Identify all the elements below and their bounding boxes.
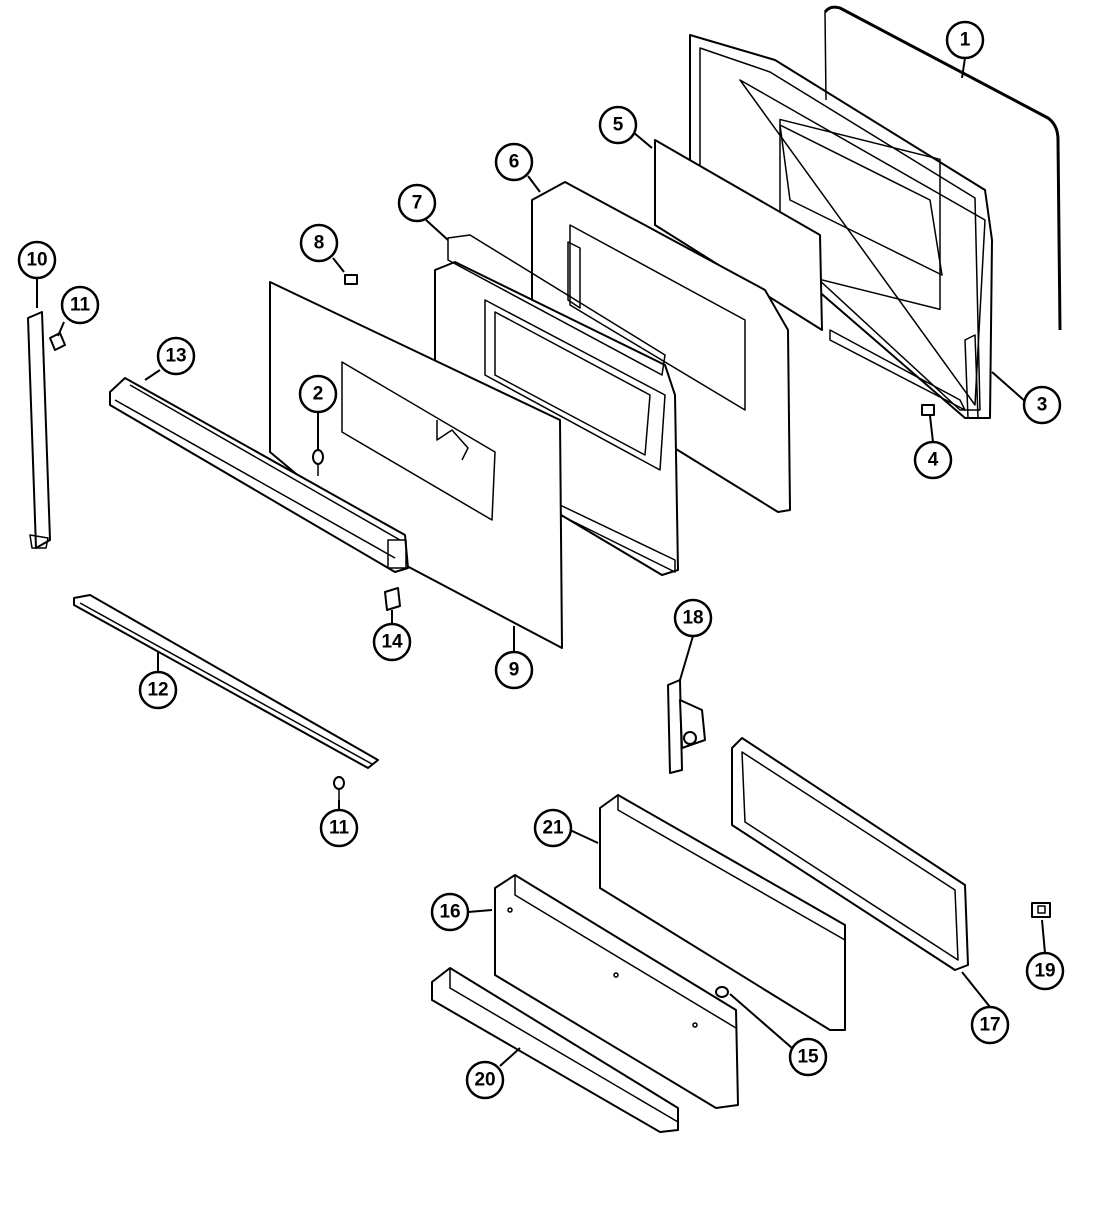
callout-12-label: 12 — [147, 680, 168, 701]
callout-19-label: 19 — [1034, 961, 1055, 982]
callout-13-label: 13 — [165, 346, 186, 367]
callout-8-label: 8 — [314, 233, 325, 254]
part-11-screw-lower — [333, 776, 345, 800]
callout-11-upper: 11 — [60, 285, 100, 325]
leader-17 — [961, 971, 991, 1008]
callout-11-upper-label: 11 — [70, 295, 91, 316]
part-19-clip — [1031, 902, 1051, 918]
leader-15 — [729, 993, 793, 1049]
callouts: 1 2 3 4 5 6 7 8 — [17, 20, 1065, 1100]
part-13-handle — [109, 377, 409, 573]
callout-20-label: 20 — [474, 1070, 495, 1091]
callout-3-label: 3 — [1037, 395, 1048, 416]
leader-5 — [632, 131, 653, 149]
callout-7: 7 — [397, 183, 437, 223]
part-11-screw-upper — [49, 332, 66, 351]
callout-3: 3 — [1022, 385, 1062, 425]
leader-4 — [929, 415, 934, 443]
callout-16-label: 16 — [439, 902, 460, 923]
callout-15-label: 15 — [797, 1047, 819, 1068]
callout-4: 4 — [913, 440, 953, 480]
callout-2: 2 — [298, 374, 338, 414]
callout-1-label: 1 — [960, 30, 971, 51]
part-20-bottom-rail — [431, 967, 679, 1133]
part-14-clip — [384, 587, 401, 611]
callout-10-label: 10 — [26, 250, 47, 271]
callout-12: 12 — [138, 670, 178, 710]
leader-3 — [991, 371, 1027, 403]
part-5-glass-panel — [654, 139, 823, 331]
callout-14: 14 — [372, 622, 412, 662]
callout-10: 10 — [17, 240, 57, 280]
leader-7 — [425, 219, 449, 241]
callout-18: 18 — [673, 598, 713, 638]
part-3-door-inner-frame — [689, 34, 993, 419]
part-21-drawer-block — [599, 794, 846, 1031]
callout-14-label: 14 — [381, 632, 403, 653]
leader-1 — [961, 57, 966, 79]
callout-18-label: 18 — [682, 608, 703, 629]
callout-21-label: 21 — [542, 818, 564, 839]
part-17-drawer-tray — [731, 737, 969, 971]
leader-18 — [679, 635, 694, 681]
callout-5-label: 5 — [613, 115, 624, 136]
callout-8: 8 — [299, 223, 339, 263]
part-4-clip — [921, 404, 935, 416]
leader-16 — [467, 909, 493, 913]
part-1-gasket — [823, 5, 1062, 331]
callout-1: 1 — [945, 20, 985, 60]
callout-2-label: 2 — [313, 384, 324, 405]
leader-13 — [144, 369, 161, 381]
callout-9: 9 — [494, 650, 534, 690]
part-18-bracket — [667, 679, 706, 774]
callout-16: 16 — [430, 892, 470, 932]
callout-20: 20 — [465, 1060, 505, 1100]
part-12-lower-trim — [73, 594, 379, 769]
callout-15: 15 — [788, 1037, 828, 1077]
callout-9-label: 9 — [509, 660, 520, 681]
part-16-drawer-front — [494, 874, 739, 1109]
callout-5: 5 — [598, 105, 638, 145]
part-15-screw — [715, 986, 729, 998]
part-8-clip — [344, 274, 358, 285]
callout-21: 21 — [533, 808, 573, 848]
callout-7-label: 7 — [412, 193, 423, 214]
callout-11-lower: 11 — [319, 808, 359, 848]
part-10-side-trim — [27, 311, 51, 549]
leader-20 — [499, 1047, 521, 1067]
callout-11-lower-label: 11 — [329, 818, 350, 839]
leader-6 — [527, 175, 541, 193]
part-9-outer-panel — [269, 281, 563, 649]
leader-21 — [569, 829, 599, 844]
callout-17-label: 17 — [979, 1015, 1000, 1036]
callout-19: 19 — [1025, 951, 1065, 991]
callout-17: 17 — [970, 1005, 1010, 1045]
leader-11-upper — [57, 321, 65, 337]
leader-lines — [36, 57, 1046, 1067]
callout-6: 6 — [494, 142, 534, 182]
callout-6-label: 6 — [509, 152, 520, 173]
leader-19 — [1041, 919, 1046, 954]
callout-4-label: 4 — [928, 450, 939, 471]
callout-13: 13 — [156, 336, 196, 376]
leader-8 — [332, 257, 345, 273]
